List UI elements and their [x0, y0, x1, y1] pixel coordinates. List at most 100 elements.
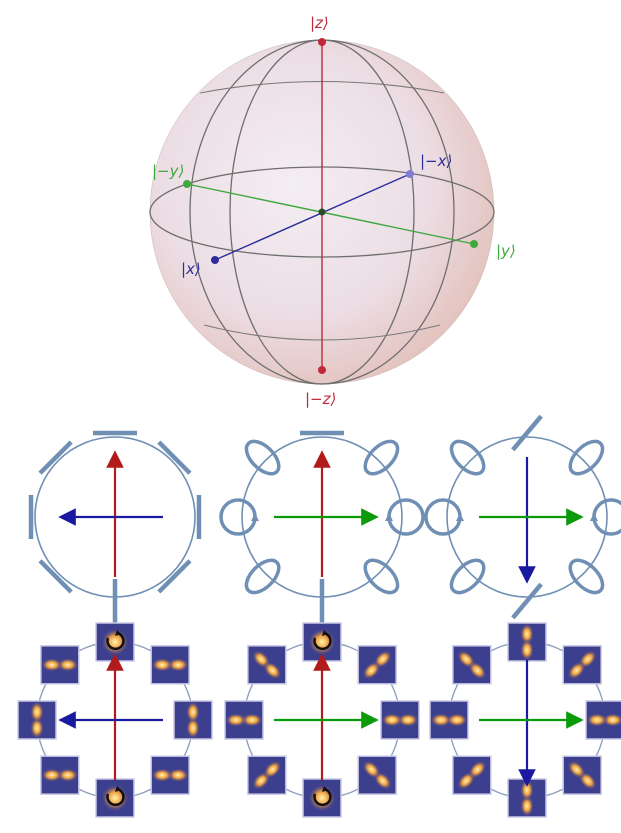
rotation-arrow-icon	[106, 631, 125, 651]
mode-lobe	[167, 768, 190, 783]
mode-lobe	[263, 661, 282, 680]
mode-tile	[357, 755, 397, 795]
point-y	[470, 240, 478, 248]
polarization-circle	[219, 498, 257, 536]
mode-tile	[17, 700, 57, 740]
circle-direction-arrow	[251, 513, 259, 521]
mode-lobe	[362, 661, 381, 680]
mode-lobe	[241, 713, 263, 727]
mode-tile	[380, 700, 420, 740]
polarization-line	[38, 559, 73, 594]
label-minus-x: |−x⟩	[420, 152, 452, 170]
circle-direction-arrow	[385, 513, 393, 521]
mode-tile	[562, 755, 602, 795]
mode-tile	[247, 755, 287, 795]
rotation-arrowhead	[322, 786, 328, 792]
rotation-arrowhead	[322, 630, 328, 636]
mode-tile	[150, 755, 190, 795]
rotation-arrow-icon	[313, 631, 332, 651]
point-x	[211, 256, 219, 264]
mode-lobe	[151, 657, 174, 672]
point-origin	[318, 208, 326, 216]
mode-lobe	[446, 713, 468, 727]
ring	[446, 436, 608, 598]
mode-lobe	[101, 628, 129, 656]
mode-lobe	[225, 713, 247, 727]
polarization-panel	[219, 430, 425, 623]
mode-lobe	[56, 768, 79, 783]
polarization-ellipse	[568, 439, 605, 476]
mode-tile	[562, 645, 602, 685]
mode-lobe	[520, 639, 534, 661]
polarization-ellipse	[363, 439, 400, 476]
mode-lobe	[30, 701, 44, 723]
polarization-ellipse	[568, 558, 605, 595]
mode-lobe	[586, 713, 608, 727]
mode-lobe	[308, 628, 336, 656]
mode-row	[17, 622, 621, 818]
rotation-arrowhead	[115, 786, 121, 792]
mode-panel	[429, 622, 621, 818]
x-axis	[214, 173, 411, 261]
polarization-line	[511, 414, 543, 452]
mode-lobe	[520, 779, 534, 801]
mode-tile	[302, 778, 342, 818]
mode-lobe	[567, 760, 586, 779]
mode-tile	[302, 622, 342, 662]
mode-tile	[150, 645, 190, 685]
mode-lobe	[468, 760, 487, 779]
polarization-line	[511, 582, 543, 620]
mode-tile	[95, 622, 135, 662]
rotation-arrow-icon	[313, 787, 332, 807]
mode-panel	[224, 622, 420, 818]
label-minus-y: |−y⟩	[152, 162, 184, 180]
mode-lobe	[520, 795, 534, 817]
mode-lobe	[186, 701, 200, 723]
polarization-circle	[387, 498, 425, 536]
mode-lobe	[602, 713, 621, 727]
mode-tile	[40, 645, 80, 685]
polarization-ellipse	[449, 558, 486, 595]
polarization-ellipse	[363, 558, 400, 595]
mode-tile	[507, 778, 547, 818]
mode-tile	[224, 700, 264, 740]
rotation-arrowhead	[115, 630, 121, 636]
mode-lobe	[430, 713, 452, 727]
mode-tile	[507, 622, 547, 662]
polarization-line	[157, 440, 192, 475]
mode-tile	[40, 755, 80, 795]
mode-tile	[452, 755, 492, 795]
mode-lobe	[520, 623, 534, 645]
mode-lobe	[40, 768, 63, 783]
mode-lobe	[40, 657, 63, 672]
circle-direction-arrow	[456, 513, 464, 521]
mode-tile	[429, 700, 469, 740]
mode-tile	[173, 700, 213, 740]
polarization-circle	[424, 498, 462, 536]
point-z	[318, 38, 326, 46]
mode-lobe	[362, 760, 381, 779]
mode-tile	[247, 645, 287, 685]
polarization-panel	[424, 414, 621, 620]
polarization-ellipse	[244, 439, 281, 476]
mode-tile	[95, 778, 135, 818]
label-x: |x⟩	[181, 260, 201, 278]
point-minus-x	[406, 170, 414, 178]
bloch-sphere: |z⟩ |−z⟩ |x⟩ |−x⟩ |y⟩ |−y⟩	[149, 14, 516, 408]
polarization-line	[157, 559, 192, 594]
mode-tile	[452, 645, 492, 685]
mode-lobe	[381, 713, 403, 727]
mode-tile	[357, 645, 397, 685]
mode-tile	[585, 700, 621, 740]
polarization-ellipse	[449, 439, 486, 476]
mode-panel	[17, 622, 213, 818]
mode-lobe	[151, 768, 174, 783]
mode-lobe	[56, 657, 79, 672]
mode-lobe	[167, 657, 190, 672]
rotation-arrow-icon	[106, 787, 125, 807]
mode-lobe	[468, 661, 487, 680]
polarization-panel	[28, 430, 202, 623]
mode-lobe	[397, 713, 419, 727]
point-minus-z	[318, 366, 326, 374]
mode-lobe	[308, 784, 336, 812]
